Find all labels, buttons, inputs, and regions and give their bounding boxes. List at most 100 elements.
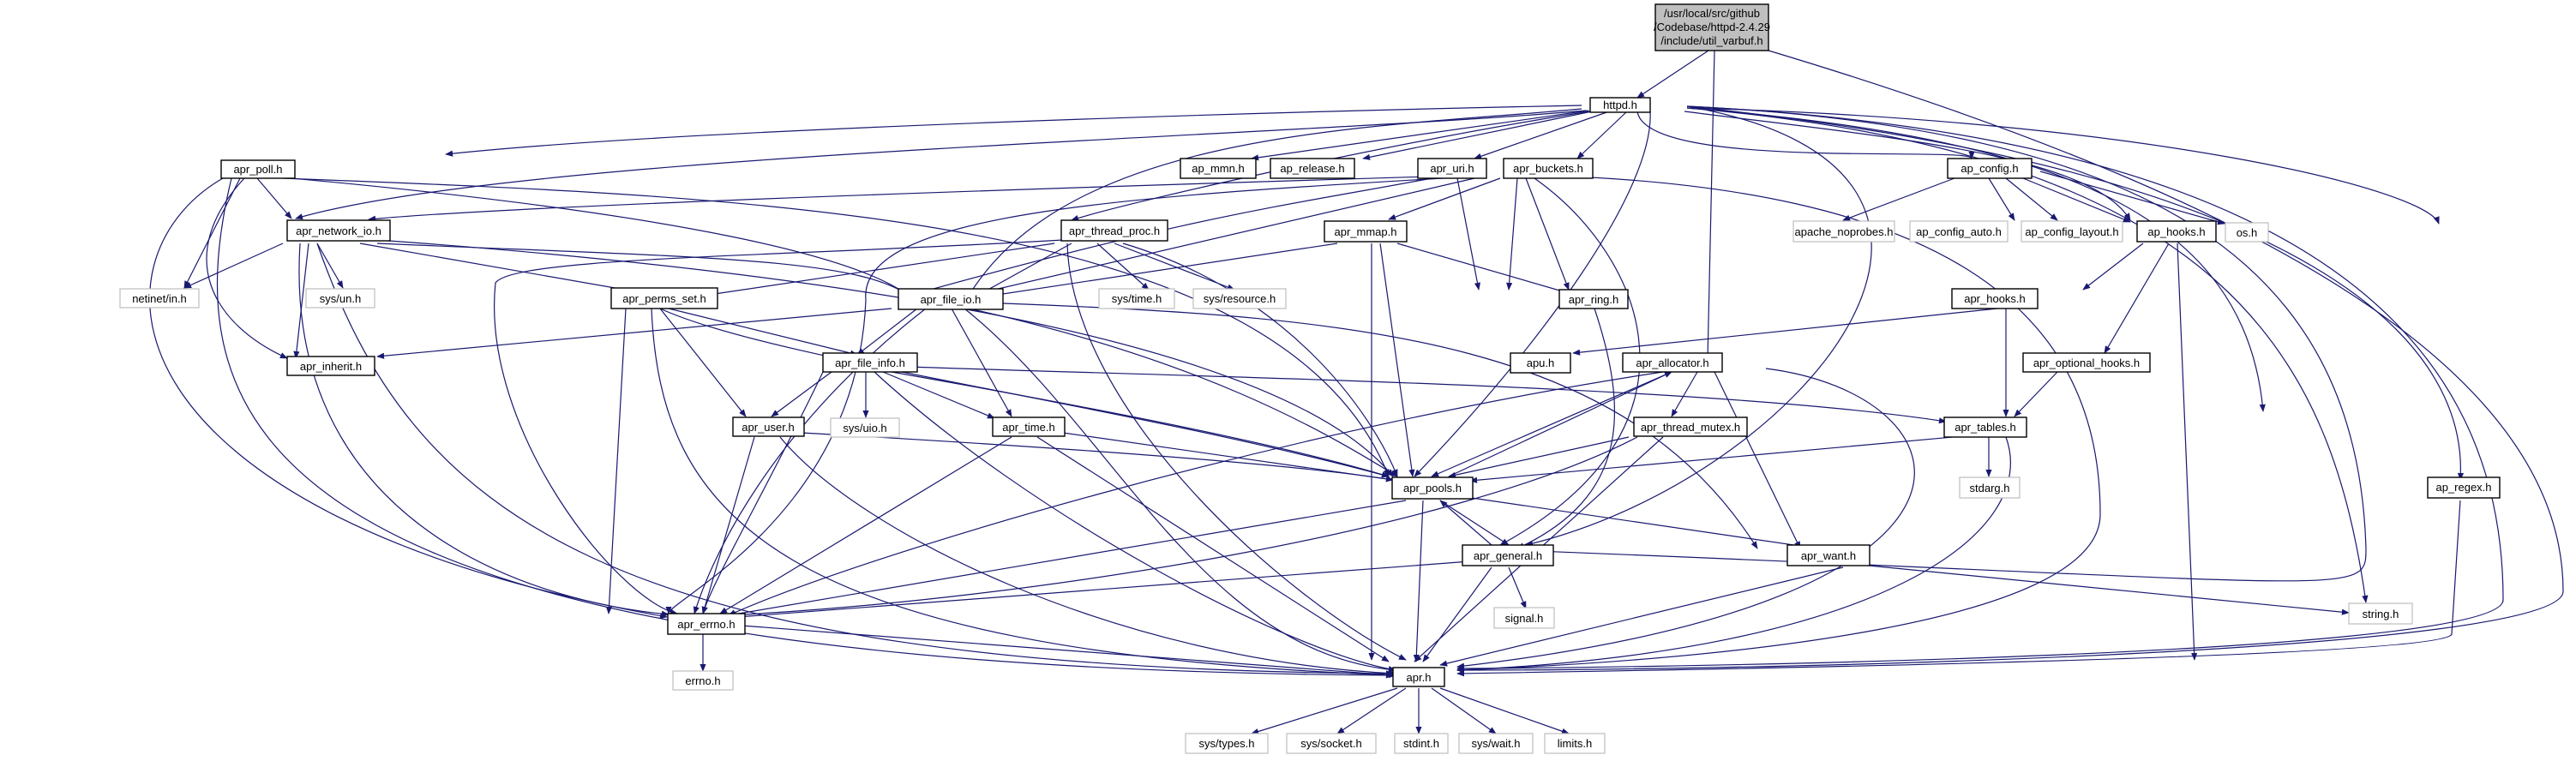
svg-text:apr_errno.h: apr_errno.h [677,618,735,631]
node-apr-time-h[interactable]: apr_time.h [992,416,1066,437]
include-nodes: /usr/local/src/github /Codebase/httpd-2.… [119,3,2501,754]
svg-text:apr_time.h: apr_time.h [1002,421,1054,434]
svg-text:apr_poll.h: apr_poll.h [233,163,282,176]
node-apr-user-h[interactable]: apr_user.h [732,416,805,437]
node-netinet-in-h[interactable]: netinet/in.h [119,288,200,309]
node-ap-config-auto-h[interactable]: ap_config_auto.h [1909,220,2009,243]
node-errno-h[interactable]: errno.h [672,670,734,691]
svg-text:apr_file_io.h: apr_file_io.h [921,293,982,306]
node-apr-errno-h[interactable]: apr_errno.h [667,613,746,635]
svg-text:apr_general.h: apr_general.h [1474,549,1542,562]
svg-text:apr_uri.h: apr_uri.h [1430,162,1474,175]
svg-text:apr_hooks.h: apr_hooks.h [1964,292,2026,305]
node-sys-un-h[interactable]: sys/un.h [305,288,375,309]
node-sys-types-h[interactable]: sys/types.h [1185,733,1269,754]
svg-text:ap_config_auto.h: ap_config_auto.h [1916,225,2002,238]
node-apr-h[interactable]: apr.h [1392,667,1445,687]
svg-text:signal.h: signal.h [1505,612,1544,625]
svg-text:apr_pools.h: apr_pools.h [1403,482,1462,494]
node-apr-mmap-h[interactable]: apr_mmap.h [1324,220,1408,243]
node-apr-ring-h[interactable]: apr_ring.h [1558,289,1629,309]
node-apr-uri-h[interactable]: apr_uri.h [1417,158,1487,179]
node-apr-file-io-h[interactable]: apr_file_io.h [898,288,1004,310]
node-apr-perms-set-h[interactable]: apr_perms_set.h [610,287,718,309]
node-stdint-h[interactable]: stdint.h [1394,733,1449,754]
svg-text:ap_hooks.h: ap_hooks.h [2147,225,2205,238]
svg-text:stdarg.h: stdarg.h [1970,482,2010,494]
svg-text:apr_allocator.h: apr_allocator.h [1636,357,1708,369]
node-apr-general-h[interactable]: apr_general.h [1462,544,1554,566]
node-ap-config-layout-h[interactable]: ap_config_layout.h [2021,220,2123,243]
svg-text:sys/wait.h: sys/wait.h [1471,737,1520,750]
node-ap-hooks-h[interactable]: ap_hooks.h [2136,220,2217,243]
svg-text:apr_ring.h: apr_ring.h [1569,293,1619,306]
node-stdarg-h[interactable]: stdarg.h [1959,476,2021,499]
svg-text:sys/uio.h: sys/uio.h [843,422,886,434]
svg-text:apr_network_io.h: apr_network_io.h [296,225,381,237]
svg-text:limits.h: limits.h [1558,737,1592,750]
node-ap-release-h[interactable]: ap_release.h [1270,158,1355,179]
node-apr-thread-mutex-h[interactable]: apr_thread_mutex.h [1633,416,1748,437]
node-sys-socket-h[interactable]: sys/socket.h [1286,733,1377,754]
node-apr-file-info-h[interactable]: apr_file_info.h [822,352,918,373]
svg-text:apr_optional_hooks.h: apr_optional_hooks.h [2033,357,2140,369]
svg-text:ap_config_layout.h: ap_config_layout.h [2025,225,2118,238]
svg-text:httpd.h: httpd.h [1603,99,1637,111]
svg-text:apr_inherit.h: apr_inherit.h [300,360,362,373]
svg-text:apr.h: apr.h [1407,671,1432,684]
node-apr-tables-h[interactable]: apr_tables.h [1943,416,2027,438]
node-limits-h[interactable]: limits.h [1544,733,1606,754]
root-path-line-3: /include/util_varbuf.h [1660,34,1762,47]
svg-text:apr_thread_proc.h: apr_thread_proc.h [1069,225,1160,237]
node-os-h[interactable]: os.h [2225,222,2269,243]
node-httpd-h[interactable]: httpd.h [1589,97,1651,113]
node-string-h[interactable]: string.h [2348,602,2413,625]
node-sys-wait-h[interactable]: sys/wait.h [1458,733,1534,754]
svg-text:sys/socket.h: sys/socket.h [1300,737,1362,750]
node-apr-want-h[interactable]: apr_want.h [1786,544,1870,566]
svg-text:string.h: string.h [2363,608,2399,620]
node-apr-poll-h[interactable]: apr_poll.h [220,159,296,179]
dependency-edges [149,50,2564,735]
svg-text:apr_perms_set.h: apr_perms_set.h [622,292,706,305]
node-apr-allocator-h[interactable]: apr_allocator.h [1622,352,1723,373]
svg-text:netinet/in.h: netinet/in.h [132,292,187,305]
node-sys-time-h[interactable]: sys/time.h [1098,288,1175,309]
node-signal-h[interactable]: signal.h [1493,607,1555,629]
svg-text:apache_noprobes.h: apache_noprobes.h [1795,225,1894,238]
svg-text:apr_buckets.h: apr_buckets.h [1513,162,1583,175]
node-apr-inherit-h[interactable]: apr_inherit.h [286,356,375,376]
node-apr-hooks-h[interactable]: apr_hooks.h [1951,288,2039,309]
svg-text:ap_regex.h: ap_regex.h [2435,481,2491,494]
svg-text:apr_want.h: apr_want.h [1801,549,1856,562]
svg-text:stdint.h: stdint.h [1403,737,1439,750]
node-sys-resource-h[interactable]: sys/resource.h [1192,288,1287,309]
node-apu-h[interactable]: apu.h [1510,352,1571,374]
svg-text:ap_release.h: ap_release.h [1280,162,1344,175]
node-apr-optional-hooks-h[interactable]: apr_optional_hooks.h [2022,352,2151,373]
svg-text:sys/un.h: sys/un.h [320,292,361,305]
svg-text:apr_thread_mutex.h: apr_thread_mutex.h [1641,421,1740,434]
svg-text:sys/resource.h: sys/resource.h [1204,292,1276,305]
node-sys-uio-h[interactable]: sys/uio.h [830,417,900,438]
root-file-node[interactable]: /usr/local/src/github /Codebase/httpd-2.… [1654,3,1770,51]
node-apr-network-io-h[interactable]: apr_network_io.h [286,219,391,242]
svg-text:apr_user.h: apr_user.h [742,421,794,434]
node-apr-buckets-h[interactable]: apr_buckets.h [1503,158,1594,179]
svg-text:os.h: os.h [2237,226,2258,239]
node-apache-noprobes-h[interactable]: apache_noprobes.h [1792,220,1895,243]
node-apr-thread-proc-h[interactable]: apr_thread_proc.h [1060,219,1168,242]
node-ap-regex-h[interactable]: ap_regex.h [2427,476,2501,499]
node-apr-pools-h[interactable]: apr_pools.h [1391,476,1474,500]
svg-text:apr_file_info.h: apr_file_info.h [835,357,905,369]
svg-text:apr_tables.h: apr_tables.h [1955,421,2016,434]
node-ap-config-h[interactable]: ap_config.h [1947,158,2033,179]
node-ap-mmn-h[interactable]: ap_mmn.h [1180,158,1257,179]
svg-text:apr_mmap.h: apr_mmap.h [1335,225,1397,238]
svg-text:ap_mmn.h: ap_mmn.h [1192,162,1244,175]
svg-text:apu.h: apu.h [1527,357,1555,369]
svg-text:ap_config.h: ap_config.h [1961,162,2018,175]
svg-text:errno.h: errno.h [685,674,720,687]
svg-text:sys/time.h: sys/time.h [1112,292,1162,305]
